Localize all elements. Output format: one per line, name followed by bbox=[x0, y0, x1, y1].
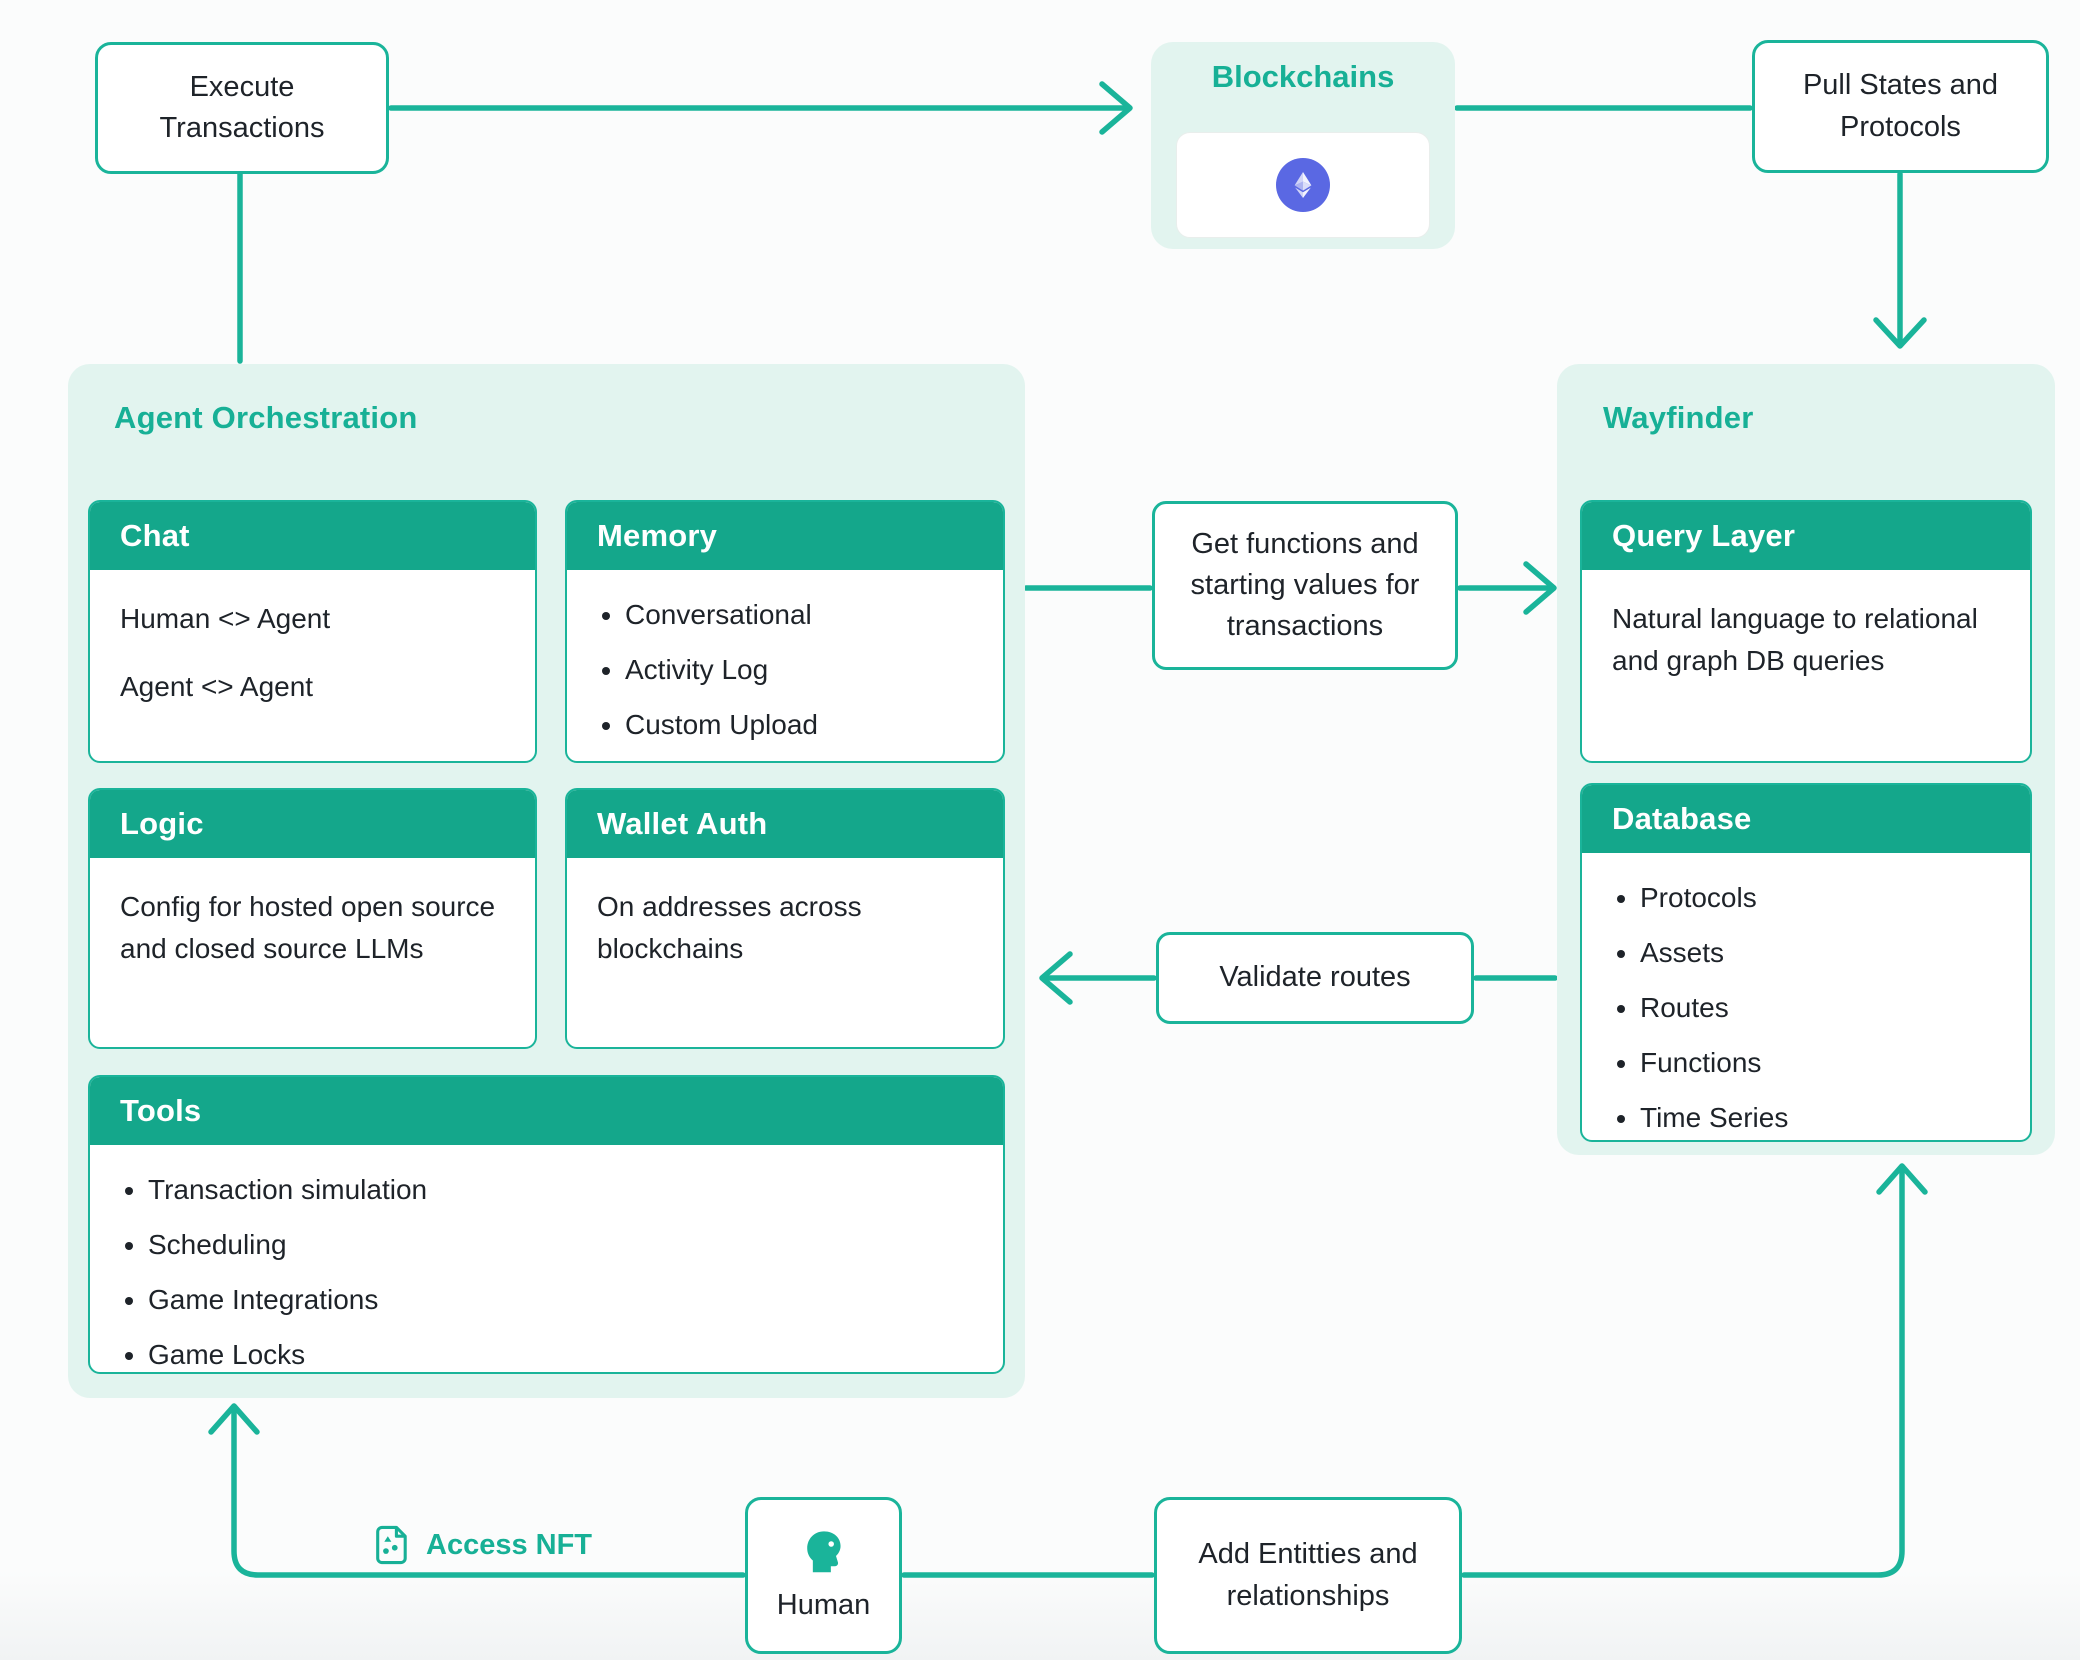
bullet-item: Transaction simulation bbox=[148, 1169, 993, 1211]
wallet-auth-card: Wallet Auth On addresses across blockcha… bbox=[565, 788, 1005, 1049]
bullet-item: Activity Log bbox=[625, 649, 993, 691]
arrowhead-into-agent-right bbox=[1039, 951, 1073, 1005]
connector-addentities-to-wayfinder-bottom bbox=[1461, 1167, 1905, 1578]
execute-transactions-box: Execute Transactions bbox=[95, 42, 389, 174]
human-label: Human bbox=[776, 1589, 871, 1621]
query-layer-card-body: Natural language to relational and graph… bbox=[1612, 603, 1978, 676]
bullet-item: Conversational bbox=[625, 594, 993, 636]
bullet-item: Scheduling bbox=[148, 1224, 993, 1266]
ethereum-icon bbox=[1276, 158, 1330, 212]
arrowhead-into-wayfinder-bottom bbox=[1876, 1163, 1928, 1195]
tools-card-header: Tools bbox=[90, 1077, 1003, 1145]
memory-bullet-list: ConversationalActivity LogCustom Upload bbox=[567, 570, 1003, 746]
access-nft-label: Access NFT bbox=[372, 1523, 592, 1567]
get-functions-label: Get functions and starting values for tr… bbox=[1190, 527, 1420, 643]
bullet-item: Assets bbox=[1640, 932, 2020, 974]
database-card-body: ProtocolsAssetsRoutesFunctionsTime Serie… bbox=[1582, 853, 2030, 1139]
chat-line: Agent <> Agent bbox=[120, 671, 314, 702]
query-layer-card: Query Layer Natural language to relation… bbox=[1580, 500, 2032, 763]
bullet-item: Game Locks bbox=[148, 1334, 993, 1372]
bullet-item: Functions bbox=[1640, 1042, 2020, 1084]
access-nft-text: Access NFT bbox=[426, 1528, 593, 1561]
bullet-item: Protocols bbox=[1640, 877, 2020, 919]
query-layer-card-header: Query Layer bbox=[1582, 502, 2030, 570]
wallet-auth-card-body: On addresses across blockchains bbox=[597, 891, 862, 964]
pull-states-box: Pull States and Protocols bbox=[1752, 40, 2049, 173]
get-functions-box: Get functions and starting values for tr… bbox=[1152, 501, 1458, 670]
memory-card: Memory ConversationalActivity LogCustom … bbox=[565, 500, 1005, 763]
add-entities-label: Add Entitties and relationships bbox=[1198, 1538, 1418, 1612]
tools-bullet-list: Transaction simulationSchedulingGame Int… bbox=[90, 1145, 1003, 1372]
validate-routes-label: Validate routes bbox=[1219, 961, 1411, 994]
execute-transactions-label: Execute Transactions bbox=[159, 70, 325, 144]
chat-card-body: Human <> Agent Agent <> Agent bbox=[90, 570, 535, 708]
chat-line: Human <> Agent bbox=[120, 603, 331, 634]
add-entities-box: Add Entitties and relationships bbox=[1154, 1497, 1462, 1654]
bullet-item: Time Series bbox=[1640, 1097, 2020, 1139]
memory-card-body: ConversationalActivity LogCustom Upload bbox=[567, 570, 1003, 746]
nft-icon bbox=[372, 1523, 412, 1567]
logic-card-header: Logic bbox=[90, 790, 535, 858]
chat-card: Chat Human <> Agent Agent <> Agent bbox=[88, 500, 537, 763]
validate-routes-box: Validate routes bbox=[1156, 932, 1474, 1024]
wallet-auth-card-header: Wallet Auth bbox=[567, 790, 1003, 858]
arrowhead-into-querylayer bbox=[1523, 561, 1557, 615]
arrowhead-into-wayfinder-top bbox=[1873, 317, 1927, 349]
memory-card-header: Memory bbox=[567, 502, 1003, 570]
human-icon bbox=[801, 1529, 847, 1577]
logic-card: Logic Config for hosted open source and … bbox=[88, 788, 537, 1049]
agent-orchestration-panel: Agent Orchestration Chat Human <> Agent … bbox=[68, 364, 1025, 1398]
arrowhead-into-agent-bottom bbox=[208, 1403, 260, 1435]
bullet-item: Routes bbox=[1640, 987, 2020, 1029]
blockchains-title: Blockchains bbox=[1211, 59, 1395, 94]
tools-card-body: Transaction simulationSchedulingGame Int… bbox=[90, 1145, 1003, 1372]
bullet-item: Custom Upload bbox=[625, 704, 993, 746]
database-card: Database ProtocolsAssetsRoutesFunctionsT… bbox=[1580, 783, 2032, 1142]
bullet-item: Game Integrations bbox=[148, 1279, 993, 1321]
chat-card-header: Chat bbox=[90, 502, 535, 570]
arrowhead-into-blockchains bbox=[1099, 81, 1133, 135]
human-box: Human bbox=[745, 1497, 902, 1654]
wayfinder-title: Wayfinder bbox=[1603, 400, 1754, 435]
database-bullet-list: ProtocolsAssetsRoutesFunctionsTime Serie… bbox=[1582, 853, 2030, 1139]
blockchains-panel: Blockchains bbox=[1151, 42, 1455, 249]
pull-states-label: Pull States and Protocols bbox=[1802, 69, 1999, 143]
agent-orchestration-title: Agent Orchestration bbox=[114, 400, 418, 435]
logic-card-body: Config for hosted open source and closed… bbox=[120, 891, 496, 964]
database-card-header: Database bbox=[1582, 785, 2030, 853]
ethereum-card bbox=[1176, 132, 1430, 238]
tools-card: Tools Transaction simulationSchedulingGa… bbox=[88, 1075, 1005, 1374]
wayfinder-panel: Wayfinder Query Layer Natural language t… bbox=[1557, 364, 2055, 1155]
